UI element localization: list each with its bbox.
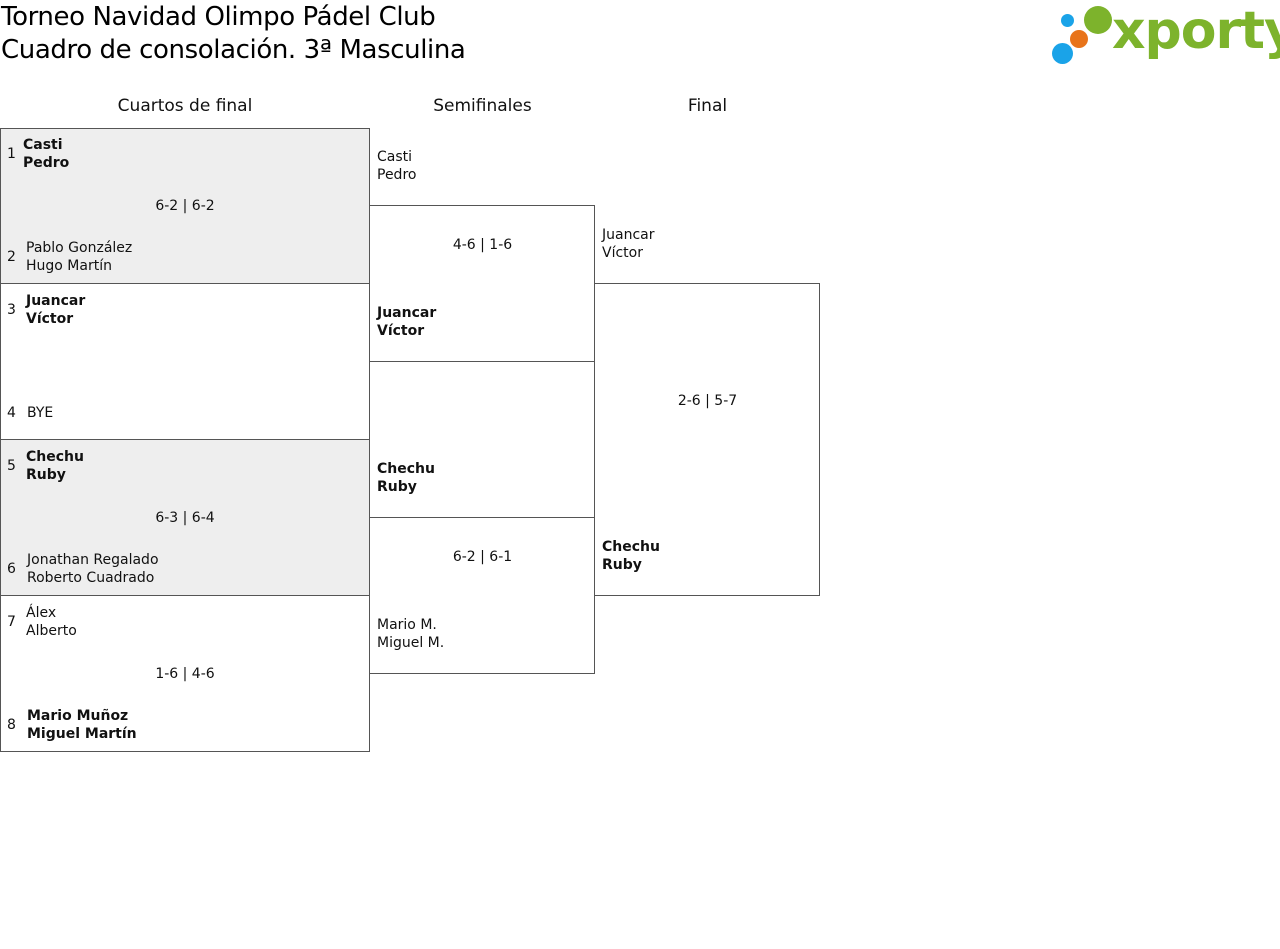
player-name: Miguel Martín [27, 726, 137, 742]
match-score: 6-3 | 6-4 [155, 510, 215, 526]
semifinal-1-bottom-team: Juancar Víctor [377, 304, 436, 340]
player-name: Víctor [602, 245, 643, 261]
player-name: Ruby [602, 557, 642, 573]
team-seed-8: Mario Muñoz Miguel Martín [27, 707, 137, 743]
logo-wordmark: xporty [1112, 1, 1280, 61]
round-header-final: Final [687, 96, 728, 116]
player-name: Víctor [377, 323, 425, 339]
semifinal-1-top-team: Casti Pedro [377, 148, 416, 184]
player-name: Pedro [377, 167, 417, 183]
match-score: 4-6 | 1-6 [452, 237, 513, 253]
team-seed-4: BYE [27, 404, 53, 422]
logo-dot-green [1084, 6, 1112, 34]
match-score: 1-6 | 4-6 [155, 666, 215, 682]
semifinal-2-bottom-team: Mario M. Miguel M. [377, 616, 444, 652]
quarterfinal-match-1 [0, 128, 370, 284]
match-score: 6-2 | 6-2 [155, 198, 215, 214]
match-score: 2-6 | 5-7 [677, 393, 738, 409]
player-name: Alberto [26, 623, 77, 639]
player-name: Pablo González [26, 240, 133, 256]
player-name: Mario M. [377, 617, 437, 633]
seed-number: 3 [7, 302, 16, 318]
player-name: Ruby [377, 479, 417, 495]
round-header-quarterfinals: Cuartos de final [117, 96, 253, 116]
player-name: Casti [23, 137, 63, 153]
team-seed-1: Casti Pedro [23, 136, 69, 172]
player-name: Jonathan Regalado [27, 552, 159, 568]
player-name: Víctor [26, 311, 74, 327]
team-seed-7: Álex Alberto [26, 604, 77, 640]
draw-subtitle: Cuadro de consolación. 3ª Masculina [1, 35, 466, 65]
seed-number: 4 [7, 405, 16, 421]
player-name: Chechu [26, 449, 84, 465]
seed-number: 2 [7, 249, 16, 265]
player-name: BYE [27, 405, 54, 421]
player-name: Casti [377, 149, 413, 165]
team-seed-6: Jonathan Regalado Roberto Cuadrado [27, 551, 159, 587]
seed-number: 5 [7, 458, 16, 474]
match-score: 6-2 | 6-1 [452, 549, 513, 565]
player-name: Chechu [377, 461, 435, 477]
player-name: Pedro [23, 155, 70, 171]
player-name: Miguel M. [377, 635, 445, 651]
logo-dot-blue-small [1061, 14, 1074, 27]
team-seed-2: Pablo González Hugo Martín [26, 239, 132, 275]
player-name: Hugo Martín [26, 258, 112, 274]
xporty-logo: xporty [1050, 1, 1280, 68]
final-top-team: Juancar Víctor [602, 226, 655, 262]
seed-number: 8 [7, 717, 16, 733]
player-name: Roberto Cuadrado [27, 570, 155, 586]
round-header-semifinals: Semifinales [433, 96, 532, 116]
semifinal-2-top-team: Chechu Ruby [377, 460, 435, 496]
tournament-title: Torneo Navidad Olimpo Pádel Club [1, 2, 436, 32]
seed-number: 7 [7, 614, 16, 630]
player-name: Juancar [602, 227, 655, 243]
player-name: Álex [26, 605, 57, 621]
player-name: Chechu [602, 539, 660, 555]
team-seed-3: Juancar Víctor [26, 292, 85, 328]
logo-dot-blue [1052, 43, 1073, 64]
team-seed-5: Chechu Ruby [26, 448, 84, 484]
player-name: Juancar [377, 305, 437, 321]
logo-dot-orange [1070, 30, 1088, 48]
final-bottom-team: Chechu Ruby [602, 538, 660, 574]
player-name: Juancar [26, 293, 86, 309]
final-match [594, 283, 820, 596]
seed-number: 6 [7, 561, 16, 577]
player-name: Ruby [26, 467, 66, 483]
quarterfinal-match-3 [0, 439, 370, 596]
player-name: Mario Muñoz [27, 708, 129, 724]
seed-number: 1 [7, 146, 16, 162]
